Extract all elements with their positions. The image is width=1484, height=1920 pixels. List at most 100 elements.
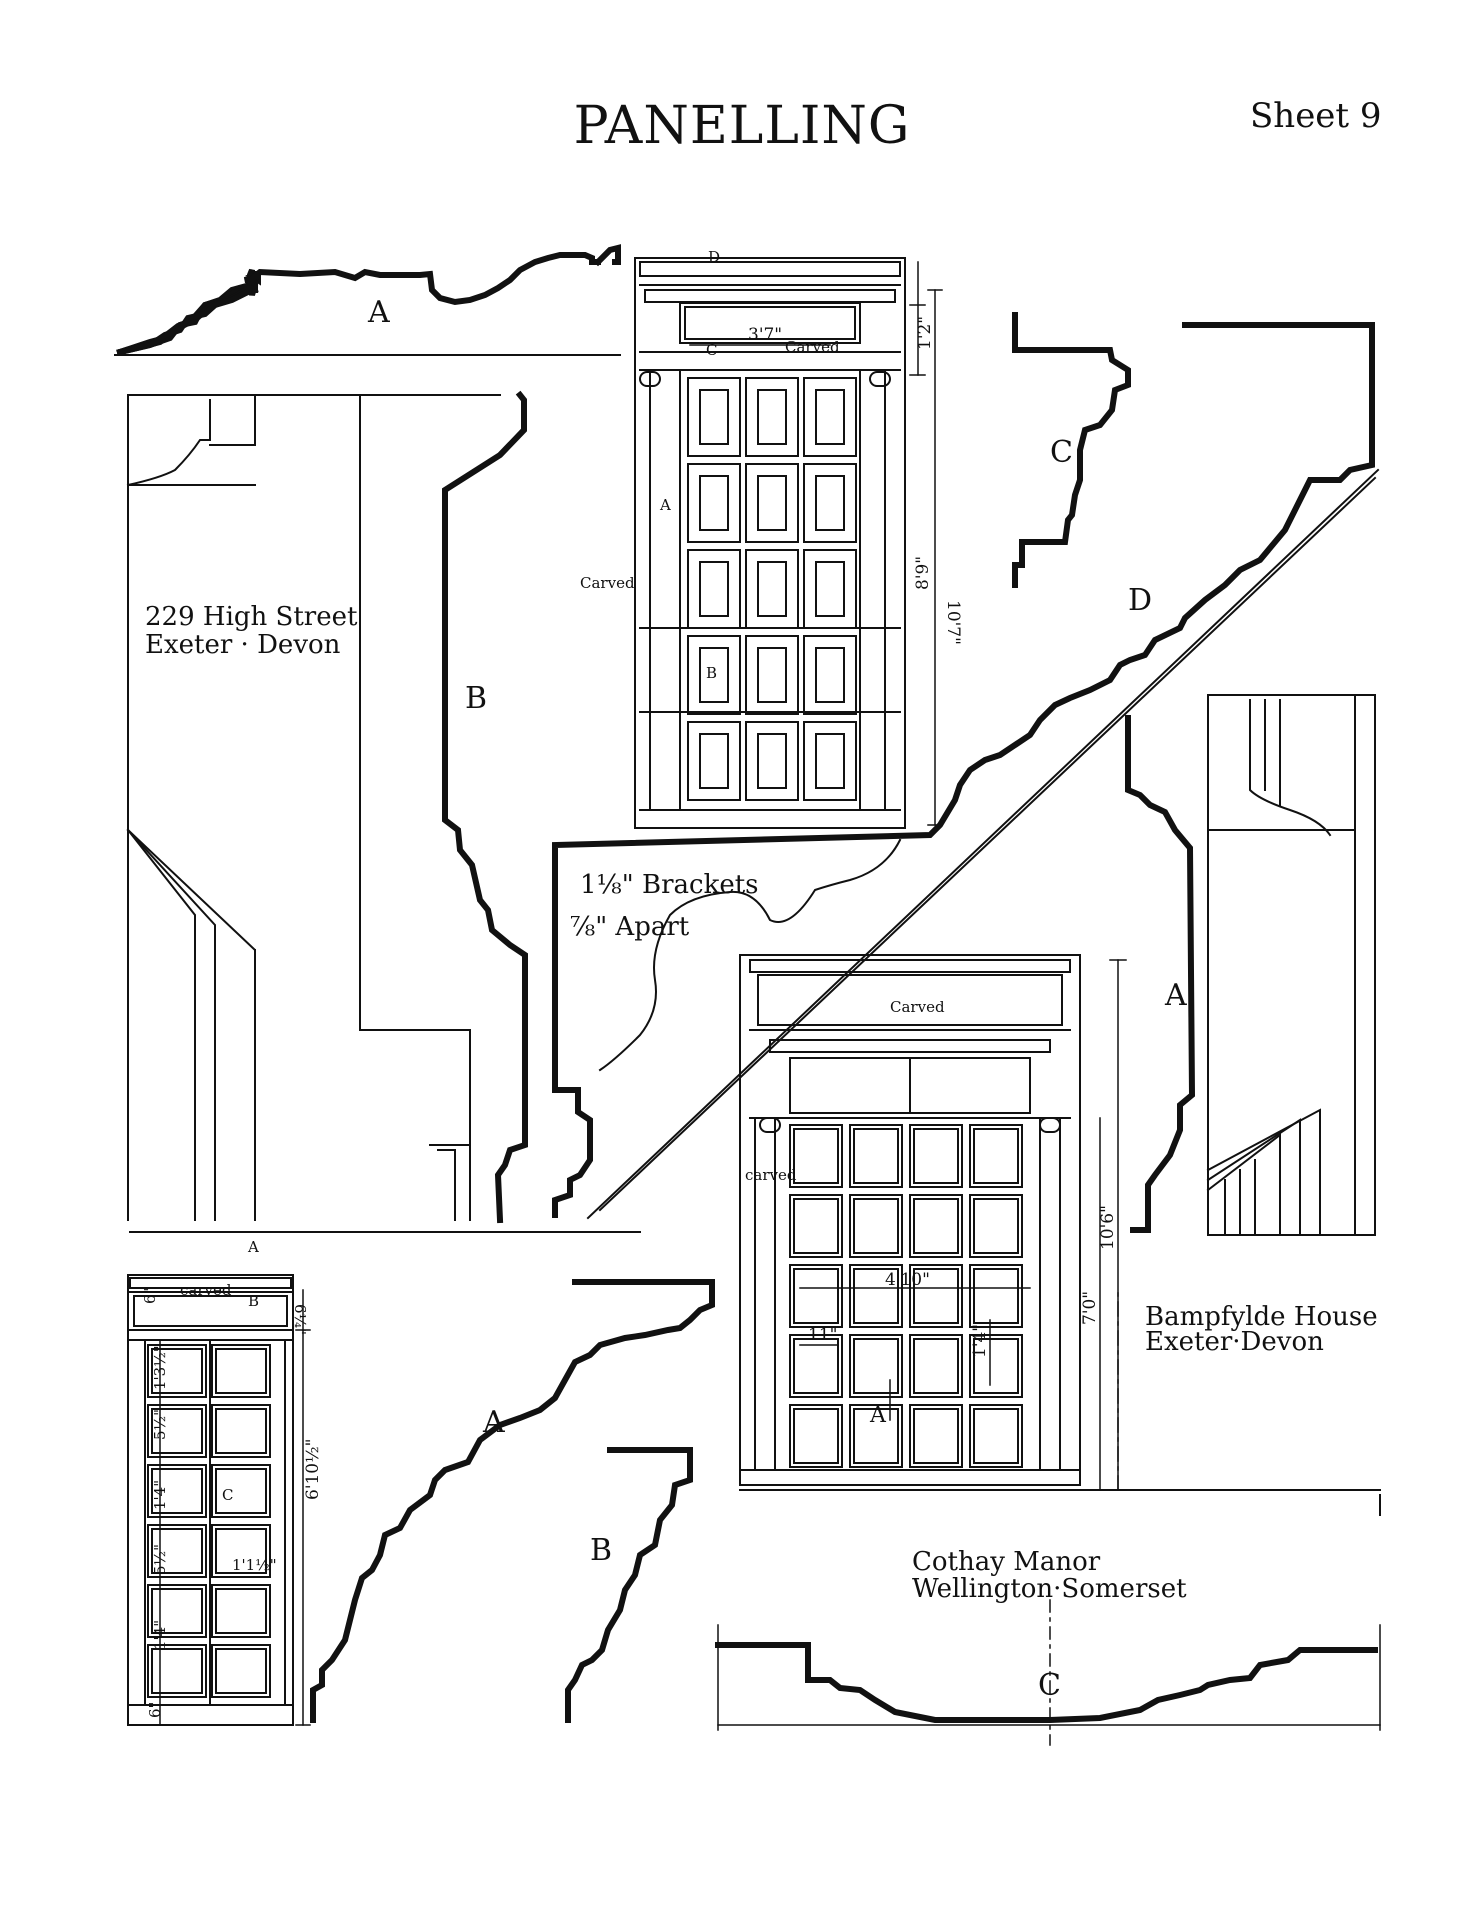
elevation-top-panel-inset bbox=[699, 733, 729, 789]
elevation-top-panel bbox=[745, 635, 799, 715]
brackets-note-line2: ⅞" Apart bbox=[570, 912, 690, 942]
elevation-top-panel-inset bbox=[757, 389, 787, 445]
moulding-profile-d bbox=[552, 322, 1375, 1218]
elevation-bottom-left-panel bbox=[211, 1464, 271, 1518]
elevation-bottom-left-panel-inset bbox=[215, 1468, 267, 1514]
location-bampfylde-line1: Bampfylde House bbox=[1145, 1302, 1378, 1332]
elevation-bottom-left-panel bbox=[211, 1584, 271, 1638]
dim-bl-base: 6" bbox=[146, 1702, 164, 1718]
label-elev-bl-b: B bbox=[248, 1292, 259, 1310]
elevation-middle-panel-inset bbox=[913, 1338, 959, 1394]
dim-bl-panel3: 1'4" bbox=[151, 1620, 169, 1650]
elevation-middle-panel bbox=[909, 1194, 963, 1258]
moulding-profile-c-bottom bbox=[715, 1642, 1378, 1723]
elevation-bottom-left-panel bbox=[147, 1404, 207, 1458]
elevation-top-panels bbox=[687, 377, 857, 801]
elevation-top-panel bbox=[687, 463, 741, 543]
elevation-bottom-left-panel-inset bbox=[215, 1528, 267, 1574]
right-room-section bbox=[1206, 694, 1376, 1236]
elevation-bottom-left-panel bbox=[147, 1464, 207, 1518]
dim-bl-panel2: 1'4" bbox=[151, 1480, 169, 1510]
elevation-bottom-left-panel-inset bbox=[151, 1468, 203, 1514]
elevation-top-panel-inset bbox=[699, 647, 729, 703]
elevation-middle-panel bbox=[789, 1124, 843, 1188]
label-section-a-right: A bbox=[1164, 978, 1187, 1013]
elevation-middle-panel-inset bbox=[853, 1338, 899, 1394]
elevation-top-panel-inset bbox=[815, 475, 845, 531]
label-section-c-bottom: C bbox=[1038, 1668, 1061, 1703]
elevation-bottom-left-panel bbox=[147, 1584, 207, 1638]
elevation-middle-panel-inset bbox=[793, 1338, 839, 1394]
label-elev-bl-a: A bbox=[247, 1238, 259, 1256]
dim-bl-panel1: 1'3½" bbox=[151, 1345, 169, 1390]
elevation-top-panel-inset bbox=[757, 561, 787, 617]
elevation-bottom-left-dimensions bbox=[159, 1289, 311, 1726]
elevation-top-panel bbox=[687, 377, 741, 457]
dim-mid-panel-h: 1'4" bbox=[970, 1324, 990, 1358]
elevation-bottom-left-panel bbox=[147, 1344, 207, 1398]
elevation-middle-panel bbox=[789, 1404, 843, 1468]
location-cothay-line2: Wellington·Somerset bbox=[912, 1574, 1187, 1604]
location-cothay-line1: Cothay Manor bbox=[912, 1547, 1101, 1577]
label-section-c-top: C bbox=[1050, 435, 1073, 470]
elevation-bottom-left-panel-inset bbox=[215, 1648, 267, 1694]
elevation-top-panel-inset bbox=[815, 389, 845, 445]
label-elev-top-carved-side: Carved bbox=[580, 574, 635, 592]
moulding-a-crown bbox=[247, 252, 601, 306]
label-elev-top-c: C bbox=[706, 341, 717, 359]
label-elev-mid-carved-side: carved bbox=[745, 1166, 797, 1184]
elevation-bottom-left-panel-inset bbox=[151, 1588, 203, 1634]
elevation-middle-panel bbox=[969, 1264, 1023, 1328]
dim-bl-rail2: 5½" bbox=[151, 1544, 169, 1575]
label-elev-top-carved: Carved bbox=[785, 338, 840, 356]
label-section-b-left: B bbox=[465, 681, 487, 716]
elevation-top-panel-inset bbox=[815, 647, 845, 703]
elevation-middle-panel-inset bbox=[913, 1128, 959, 1184]
dim-mid-total: 10'6" bbox=[1098, 1205, 1118, 1250]
elevation-top-panel-inset bbox=[757, 733, 787, 789]
sheet-number: Sheet 9 bbox=[1250, 96, 1382, 136]
location-exeter-line2: Exeter · Devon bbox=[145, 630, 341, 660]
elevation-middle-panel bbox=[969, 1334, 1023, 1398]
elevation-middle-panel-inset bbox=[973, 1198, 1019, 1254]
label-elev-mid-a: A bbox=[869, 1403, 887, 1428]
elevation-top-panel bbox=[687, 635, 741, 715]
moulding-profile-b-bottom bbox=[565, 1447, 693, 1723]
elevation-middle-panel bbox=[789, 1194, 843, 1258]
elevation-top-panel-inset bbox=[699, 561, 729, 617]
elevation-middle-panel bbox=[909, 1334, 963, 1398]
elevation-top-panel bbox=[803, 721, 857, 801]
section-diagonal-line-2 bbox=[586, 468, 1380, 1220]
elevation-middle-panel bbox=[789, 1334, 843, 1398]
label-elev-mid-carved: Carved bbox=[890, 998, 945, 1016]
dim-bl-rail2b: 1'1½" bbox=[232, 1556, 277, 1574]
elevation-middle-panel bbox=[849, 1124, 903, 1188]
dim-top-total: 10'7" bbox=[943, 600, 963, 645]
elevation-bottom-left-panel bbox=[211, 1644, 271, 1698]
elevation-bottom-left-panel-inset bbox=[151, 1348, 203, 1394]
label-elev-top-d: D bbox=[708, 248, 720, 266]
elevation-middle-panel-inset bbox=[913, 1408, 959, 1464]
label-elev-bl-c: C bbox=[222, 1486, 233, 1504]
elevation-bottom-left bbox=[127, 1274, 294, 1726]
elevation-middle-panel-inset bbox=[973, 1338, 1019, 1394]
location-bampfylde-line2: Exeter·Devon bbox=[1145, 1327, 1324, 1357]
elevation-top-dimensions bbox=[689, 261, 943, 826]
elevation-bottom-left-panel bbox=[211, 1344, 271, 1398]
elevation-top-panel bbox=[745, 549, 799, 629]
elevation-top-panel bbox=[687, 549, 741, 629]
elevation-middle-panel-inset bbox=[913, 1198, 959, 1254]
elevation-top-panel-inset bbox=[699, 389, 729, 445]
elevation-top-panel bbox=[745, 377, 799, 457]
dim-top-width: 3'7" bbox=[748, 325, 782, 345]
elevation-bottom-left-panel-inset bbox=[215, 1588, 267, 1634]
elevation-bottom-left-panels bbox=[147, 1344, 271, 1698]
elevation-top-panel-inset bbox=[815, 733, 845, 789]
brackets-note-line1: 1⅛" Brackets bbox=[580, 870, 759, 900]
moulding-a-top-outline bbox=[116, 274, 258, 356]
elevation-middle-panel-inset bbox=[853, 1198, 899, 1254]
elevation-bottom-left-panel-inset bbox=[151, 1648, 203, 1694]
elevation-middle-panel-inset bbox=[853, 1128, 899, 1184]
elevation-top-panel bbox=[745, 463, 799, 543]
